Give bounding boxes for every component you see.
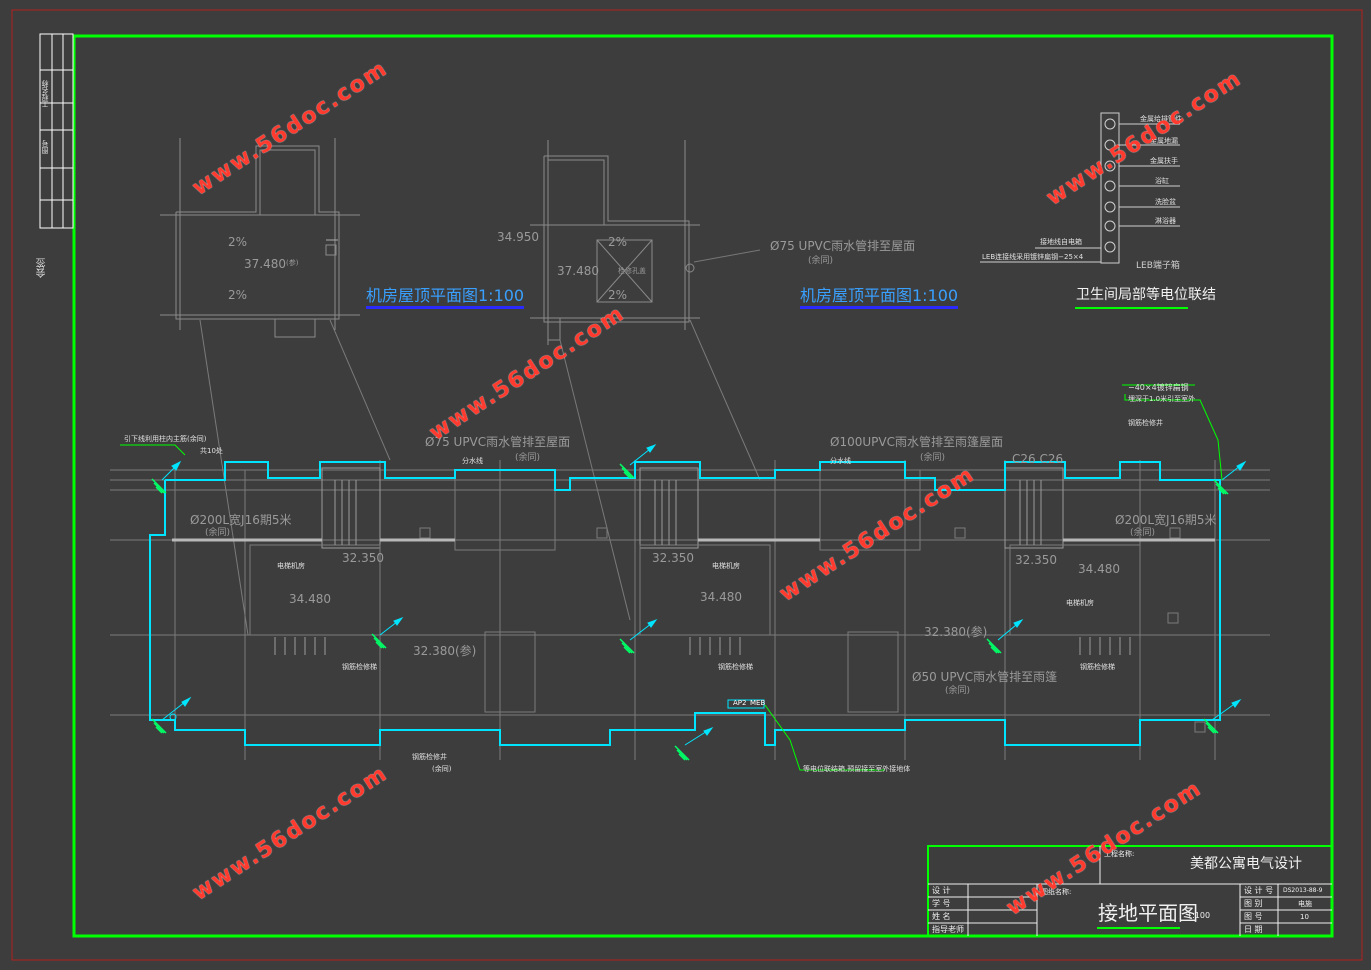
strip-label-b: 图号: [41, 140, 49, 154]
room-label-1: 电梯机房: [277, 562, 305, 570]
roof-plan-left: [160, 138, 360, 338]
pipe-label-4-note: (余同): [945, 686, 971, 696]
drain-line-1: 分水线: [462, 457, 483, 465]
title-block: [927, 845, 1333, 937]
pipe-label-5-note: (余同): [205, 528, 231, 538]
elevation-e2: 32.350: [652, 551, 694, 565]
roof-left-elevation-note: (参): [286, 259, 299, 267]
strip-label-c: 会签: [37, 258, 48, 278]
pipe-label-2-note: (余同): [515, 453, 541, 463]
bath-in-1: 接地线自电箱: [1040, 238, 1082, 246]
down-lead-note: 引下线利用柱内主筋(余同): [124, 435, 207, 443]
tb-left-row-2: 学 号: [932, 899, 951, 908]
tb-right-value-3: 10: [1300, 913, 1309, 921]
tb-right-label-2: 图 别: [1244, 899, 1263, 908]
pipe-label-5: Ø200L宽J16期5米: [190, 513, 292, 527]
bath-in-2: LEB连接线采用镀锌扁钢−25×4: [982, 253, 1084, 261]
elevation-e1: 32.350: [342, 551, 384, 565]
down-lead-note-2: 共10处: [200, 447, 223, 455]
elevation-e6: 34.480: [1078, 562, 1120, 576]
well-note-top: 钢筋检修井: [1128, 419, 1163, 427]
pipe-label-1: Ø75 UPVC雨水管排至屋面: [770, 239, 916, 253]
roof-right-title: 机房屋顶平面图1:100: [800, 288, 959, 309]
roof-left-elevation: 37.480: [244, 257, 286, 271]
tb-scale: 1:100: [1187, 911, 1211, 920]
building-walls: [110, 460, 1270, 760]
roof-right-slope-bottom: 2%: [608, 288, 628, 302]
roof-left-title: 机房屋顶平面图1:100: [366, 288, 525, 309]
bath-item-4: 浴缸: [1155, 177, 1169, 185]
elevation-e5: 34.480: [700, 590, 742, 604]
pipe-label-4: Ø50 UPVC雨水管排至雨篷: [912, 670, 1058, 684]
tb-left-row-4: 指导老师: [932, 925, 964, 934]
tb-right-value-2: 电施: [1298, 900, 1312, 908]
bathroom-title: 卫生间局部等电位联结: [1076, 287, 1216, 303]
code-meb: MEB: [750, 699, 766, 707]
screen-label-2: 钢筋检修梯: [718, 663, 753, 671]
elevation-e8: 32.380(参): [924, 625, 988, 639]
ground-rods: [151, 463, 1229, 761]
pipe-label-6-note: (余同): [1130, 528, 1156, 538]
flat-steel-note: −40×4镀锌扁钢: [1128, 383, 1189, 392]
roof-right-elevation-2: 34.950: [497, 230, 539, 244]
tb-right-label-3: 图 号: [1244, 912, 1263, 921]
pipe-label-1-note: (余同): [808, 256, 834, 266]
room-label-3: 电梯机房: [1066, 599, 1094, 607]
roof-left-slope-top: 2%: [228, 235, 248, 249]
tb-left-row-3: 姓 名: [932, 912, 951, 921]
tb-right-label-4: 日 期: [1244, 925, 1263, 934]
strip-label-a: 工程名称: [41, 80, 49, 108]
screen-label-3: 钢筋检修梯: [1080, 663, 1115, 671]
code-ap2: AP2: [733, 699, 747, 707]
room-label-2: 电梯机房: [712, 562, 740, 570]
drawing-frame: [72, 34, 1334, 938]
elevation-e4: 34.480: [289, 592, 331, 606]
roof-right-center-note: 检修孔盖: [618, 267, 646, 275]
code-c26: C26 C26: [1012, 452, 1064, 466]
bath-item-2: 金属地漏: [1150, 137, 1178, 145]
tb-right-value-1: DS2013-88-9: [1283, 887, 1323, 894]
pipe-label-6: Ø200L宽J16期5米: [1115, 513, 1217, 527]
leb-terminal-box: [980, 112, 1180, 264]
equipotential-note: 等电位联结箱,预留接至室外接地体: [803, 765, 911, 773]
grounding-ring: [149, 461, 1221, 746]
drain-line-2: 分水线: [830, 457, 851, 465]
tb-project-label: 工程名称:: [1104, 850, 1135, 858]
screen-label-1: 钢筋检修梯: [342, 663, 377, 671]
bath-item-5: 洗脸盆: [1155, 198, 1176, 206]
roof-right-elevation: 37.480: [557, 264, 599, 278]
well-note-bottom-2: (余同): [432, 765, 452, 773]
roof-right-slope-top: 2%: [608, 235, 628, 249]
roof-left-slope-bottom: 2%: [228, 288, 248, 302]
tb-right-label-1: 设 计 号: [1244, 886, 1274, 895]
tb-left-row-1: 设 计: [932, 886, 951, 895]
bath-leb-name: LEB端子箱: [1136, 261, 1180, 271]
pipe-label-3-note: (余同): [920, 453, 946, 463]
tb-drawing-name: 接地平面图: [1098, 901, 1198, 925]
bath-item-1: 金属给排管件: [1140, 115, 1182, 123]
roof-plan-right: [530, 140, 761, 345]
well-note-bottom: 钢筋检修井: [412, 753, 447, 761]
pipe-label-3: Ø100UPVC雨水管排至雨篷屋面: [830, 435, 1003, 449]
bath-item-3: 金属扶手: [1150, 157, 1178, 165]
pipe-label-2: Ø75 UPVC雨水管排至屋面: [425, 435, 571, 449]
elevation-e3: 32.350: [1015, 553, 1057, 567]
tb-project: 美都公寓电气设计: [1190, 856, 1302, 872]
flat-steel-note-2: 埋深于1.0米引至室外: [1128, 395, 1196, 403]
bath-item-6: 淋浴器: [1155, 217, 1176, 225]
tb-drawing-label: 图纸名称:: [1041, 888, 1072, 896]
elevation-e7: 32.380(参): [413, 644, 477, 658]
